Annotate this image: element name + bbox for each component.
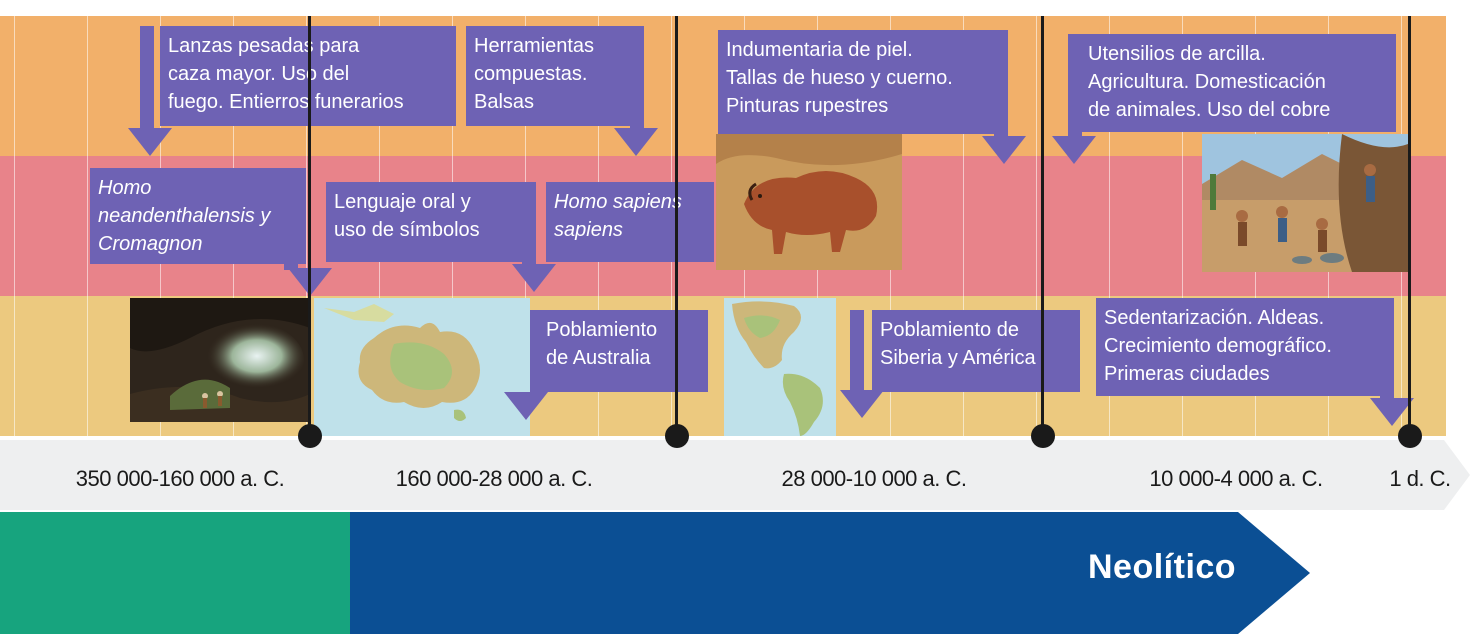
era-line: [675, 16, 678, 436]
event-indumentaria: Indumentaria de piel. Tallas de hueso y …: [718, 30, 1000, 134]
era-marker-dot: [298, 424, 322, 448]
arrow-down-icon: [982, 136, 1026, 164]
grid-line: [14, 16, 15, 436]
arrow-shaft: [994, 30, 1008, 136]
event-text-line: fuego. Entierros funerarios: [168, 91, 404, 113]
event-text-line: Utensilios de arcilla.: [1088, 43, 1266, 65]
arrow-shaft: [530, 310, 544, 392]
event-text-line: Lenguaje oral y: [334, 191, 471, 213]
event-text-line: Poblamiento de: [880, 319, 1019, 341]
era-line: [308, 16, 311, 436]
event-text-line: Pinturas rupestres: [726, 95, 889, 117]
arrow-shaft: [1380, 298, 1394, 398]
timeline-label: 10 000-4 000 a. C.: [1149, 466, 1323, 491]
event-text-line: Primeras ciudades: [1104, 363, 1270, 385]
event-text-line: uso de símbolos: [334, 219, 480, 241]
event-australia: Poblamiento de Australia: [538, 310, 708, 392]
event-text-line: Siberia y América: [880, 347, 1036, 369]
event-herramientas: Herramientas compuestas. Balsas: [466, 26, 634, 126]
period-bar-paleolithic: [0, 512, 350, 634]
period-bar-neolithic: [350, 512, 1310, 634]
grid-line: [1036, 16, 1037, 436]
event-text-line: Tallas de hueso y cuerno.: [726, 67, 953, 89]
arrow-down-icon: [840, 390, 884, 418]
era-line: [1408, 16, 1411, 436]
arrow-shaft: [850, 310, 864, 392]
event-text-line: Indumentaria de piel.: [726, 39, 913, 61]
arrow-down-icon: [128, 128, 172, 156]
arrow-shaft: [284, 168, 298, 270]
era-marker-dot: [1031, 424, 1055, 448]
era-line: [1041, 16, 1044, 436]
event-text-line: caza mayor. Uso del: [168, 63, 350, 85]
arrow-down-icon: [614, 128, 658, 156]
event-text-line: Herramientas: [474, 35, 595, 57]
event-text-line: Poblamiento: [546, 319, 658, 341]
arrow-down-icon: [504, 392, 548, 420]
timeline-label: 350 000-160 000 a. C.: [75, 466, 285, 491]
grid-line: [1182, 16, 1183, 436]
event-text-line: sapiens: [554, 219, 623, 241]
event-sedentarizacion: Sedentarización. Aldeas. Crecimiento dem…: [1096, 298, 1386, 396]
americas-map-image: [724, 298, 836, 436]
event-text-line: compuestas.: [474, 63, 588, 85]
event-siberia: Poblamiento de Siberia y América: [872, 310, 1080, 392]
arrow-shaft: [630, 26, 644, 128]
event-text-line: Homo: [98, 177, 152, 199]
event-utensilios: Utensilios de arcilla. Agricultura. Dome…: [1080, 34, 1396, 132]
timeline-strip: [0, 440, 1474, 510]
arrow-shaft: [140, 26, 154, 130]
event-text-line: de Australia: [546, 347, 651, 369]
event-text-line: Cromagnon: [98, 233, 203, 255]
arrow-down-icon: [1052, 136, 1096, 164]
event-text-line: Balsas: [474, 91, 535, 113]
era-marker-dot: [1398, 424, 1422, 448]
grid-line: [306, 16, 307, 436]
event-lenguaje: Lenguaje oral y uso de símbolos: [326, 182, 530, 262]
event-text-line: Lanzas pesadas para: [168, 35, 360, 57]
neolithic-village-image: [1202, 134, 1408, 272]
event-text-line: Agricultura. Domesticación: [1088, 71, 1326, 93]
event-text-line: neandenthalensis y: [98, 205, 271, 227]
australia-map-image: [314, 298, 530, 436]
grid-line: [963, 16, 964, 436]
cave-image: [130, 298, 310, 422]
arrow-shaft: [1068, 34, 1082, 136]
event-text-line: de animales. Uso del cobre: [1088, 99, 1331, 121]
timeline-label: 160 000-28 000 a. C.: [395, 466, 593, 491]
grid-line: [1109, 16, 1110, 436]
era-marker-dot: [665, 424, 689, 448]
arrow-down-icon: [512, 264, 556, 292]
event-text-line: Homo sapiens: [554, 191, 682, 213]
event-homo-sapiens: Homo sapiens sapiens: [546, 182, 714, 262]
arrow-down-icon: [1370, 398, 1414, 426]
event-text-line: Crecimiento demográfico.: [1104, 335, 1332, 357]
event-homo-neanderthalensis: Homo neandenthalensis y Cromagnon: [90, 168, 306, 264]
period-label-neolithic: Neolítico: [1088, 548, 1237, 586]
arrow-shaft: [522, 182, 536, 264]
bison-cave-painting-image: [716, 134, 902, 270]
timeline-label: 28 000-10 000 a. C.: [781, 466, 967, 491]
timeline-label: 1 d. C.: [1389, 466, 1451, 491]
grid-line: [87, 16, 88, 436]
event-text-line: Sedentarización. Aldeas.: [1104, 307, 1325, 329]
